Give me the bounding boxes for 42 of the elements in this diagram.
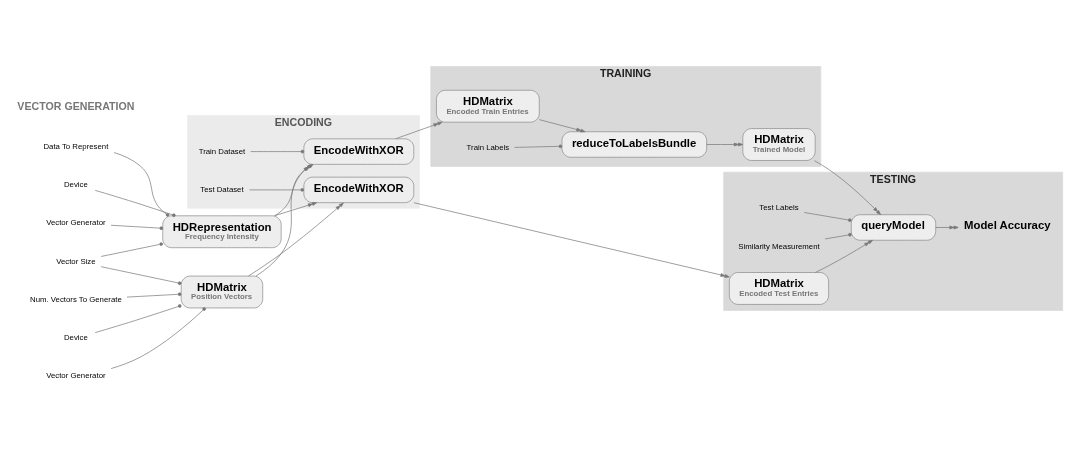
node-text: Test Labels — [759, 203, 799, 213]
node-box: EncodeWithXOR — [303, 176, 415, 203]
connector — [249, 188, 305, 192]
arrow — [538, 119, 586, 133]
arrow — [395, 121, 443, 140]
node-box: EncodeWithXOR — [303, 138, 415, 165]
node-text: Device — [63, 179, 88, 189]
connector — [110, 307, 206, 369]
arrow — [248, 202, 344, 277]
node-text: Train Labels — [466, 143, 510, 153]
connector — [126, 292, 182, 298]
node-box: HDMatrix Trained Model — [742, 128, 816, 161]
node-text: Vector Generator — [46, 218, 106, 228]
node-text: Train Dataset — [198, 146, 246, 156]
node-text: Model Accuracy — [964, 219, 1051, 232]
connector — [113, 152, 170, 217]
node-text: Data To Represent — [43, 141, 109, 151]
arrow — [706, 142, 744, 147]
node-text: Num. Vectors To Generate — [30, 294, 122, 304]
connector — [100, 242, 163, 257]
arrow — [274, 202, 317, 217]
arrow — [413, 202, 730, 278]
connector — [250, 149, 305, 154]
node-text: Similarity Measurement — [738, 241, 820, 251]
node-text: Vector Size — [56, 256, 96, 266]
connector — [100, 266, 182, 285]
connector — [110, 224, 164, 230]
connector — [803, 212, 852, 222]
node-text: Test Dataset — [200, 184, 244, 194]
node-box: reduceToLabelsBundle — [561, 131, 707, 158]
arrow — [935, 225, 959, 230]
node-box: HDMatrix Encoded Test Entries — [729, 272, 829, 305]
label: VECTOR GENERATION — [17, 100, 135, 113]
arrow — [815, 239, 873, 273]
connector — [94, 190, 176, 218]
connector — [824, 232, 852, 240]
arrow — [813, 160, 881, 215]
node-box: HDMatrix Encoded Train Entries — [436, 89, 540, 123]
connector — [514, 144, 563, 149]
node-text: Vector Generator — [46, 371, 106, 381]
connector — [94, 304, 182, 333]
node-text: Device — [63, 333, 88, 343]
